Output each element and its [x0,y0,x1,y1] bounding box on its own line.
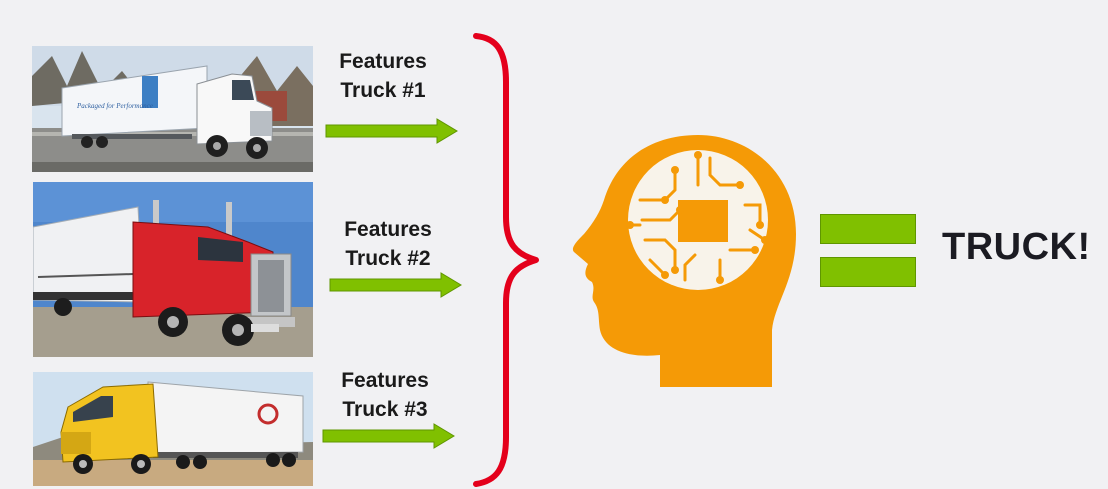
truck-3-photo [33,372,313,486]
right-curly-brace-icon [473,33,539,487]
right-arrow-icon [329,272,462,298]
truck-1-photo: Packaged for Performance [32,46,313,172]
features-label-truck-1: Features Truck #1 [313,47,453,105]
result-label: TRUCK! [942,226,1091,268]
truck-2-photo [33,182,313,357]
equals-bottom-bar [820,257,916,287]
features-label-truck-2: Features Truck #2 [318,215,458,273]
features-text: Features [344,218,432,241]
svg-text:Packaged for Performance: Packaged for Performance [76,102,153,110]
features-text: Features [341,369,429,392]
brain-circuit-head-icon [572,135,796,387]
truck-number-text: Truck #3 [342,398,428,421]
equals-sign-icon [820,212,916,288]
right-arrow-icon [322,423,455,449]
features-text: Features [339,50,427,73]
truck-number-text: Truck #1 [340,79,426,102]
right-arrow-icon [325,118,458,144]
features-label-truck-3: Features Truck #3 [315,366,455,424]
truck-number-text: Truck #2 [345,247,431,270]
equals-top-bar [820,214,916,244]
